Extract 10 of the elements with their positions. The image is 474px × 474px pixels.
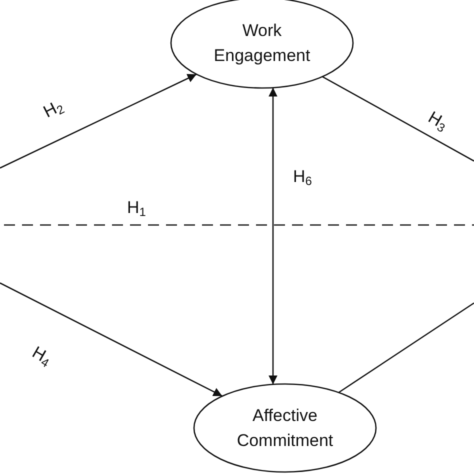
arrow	[0, 74, 197, 169]
arrow	[268, 88, 278, 384]
line	[322, 76, 474, 162]
edge-label: H$_{6}$	[293, 168, 312, 187]
node-label: Work Engagement	[212, 20, 312, 67]
ellipse-node	[193, 383, 377, 473]
arrow	[0, 282, 223, 397]
node-label: Affective Commitment	[236, 405, 334, 452]
line	[338, 302, 474, 394]
hypothesis-label: H$_{1}$	[127, 199, 146, 218]
